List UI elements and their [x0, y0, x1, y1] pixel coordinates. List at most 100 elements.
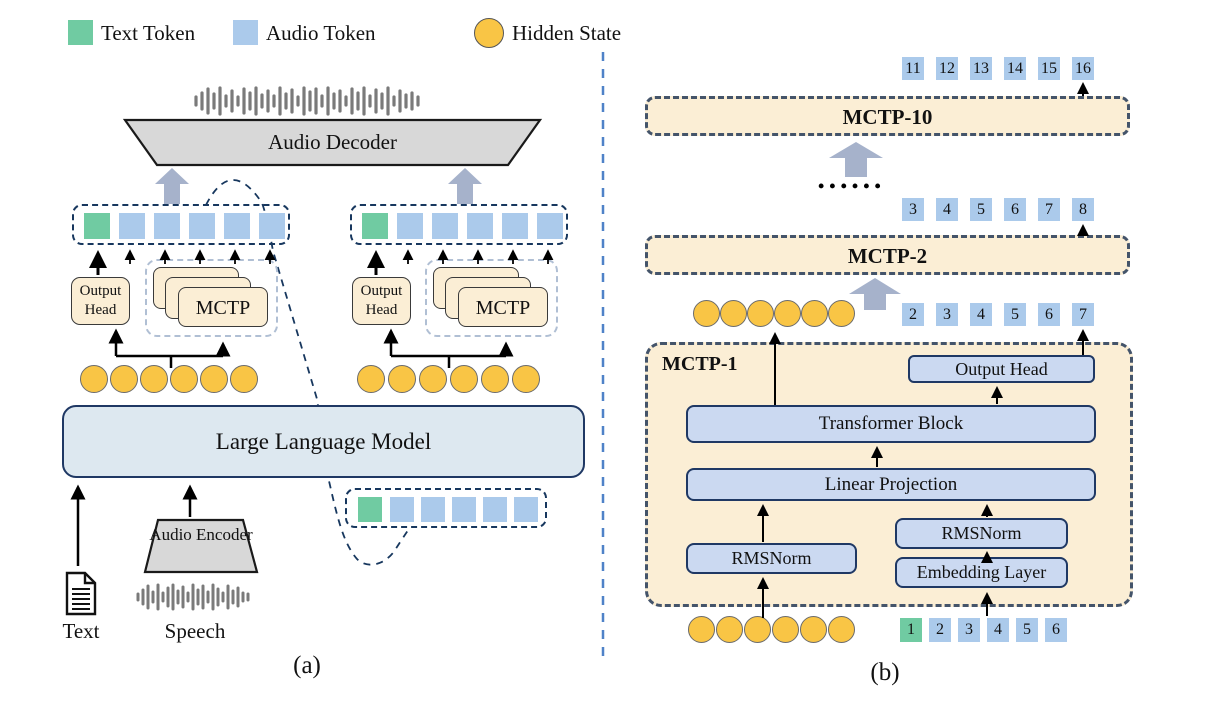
audio-token	[502, 213, 528, 239]
hidden-state-circle	[110, 365, 138, 393]
hidden-state-circle	[744, 616, 771, 643]
legend-audio-token-swatch	[233, 20, 258, 45]
llm-box: Large Language Model	[62, 405, 585, 478]
hidden-state-circle	[170, 365, 198, 393]
legend-text-token-swatch	[68, 20, 93, 45]
audio-token: 16	[1072, 57, 1094, 80]
linear-projection-box: Linear Projection	[686, 468, 1096, 501]
hidden-state-circle	[512, 365, 540, 393]
mctp-10-box: MCTP-10	[645, 96, 1130, 136]
audio-token: 2	[929, 618, 951, 642]
block-arrow-up-icon	[849, 278, 901, 310]
mctp-stack-container	[425, 259, 558, 337]
hidden-state-circle	[230, 365, 258, 393]
audio-token	[421, 497, 445, 522]
audio-token: 2	[902, 303, 924, 326]
rmsnorm-left-box: RMSNorm	[686, 543, 857, 574]
hidden-state-circle	[716, 616, 743, 643]
text-document-icon	[65, 571, 97, 616]
audio-token: 3	[902, 198, 924, 221]
audio-token	[119, 213, 145, 239]
text-token	[84, 213, 110, 239]
block-arrow-up-icon	[155, 168, 189, 204]
audio-token: 6	[1038, 303, 1060, 326]
text-token: 1	[900, 618, 922, 642]
hidden-state-circle	[140, 365, 168, 393]
mctp-2-box: MCTP-2	[645, 235, 1130, 275]
callout-token-sequence-box	[345, 488, 547, 528]
text-token	[358, 497, 382, 522]
audio-token	[452, 497, 476, 522]
audio-token: 7	[1072, 303, 1094, 326]
audio-token: 3	[958, 618, 980, 642]
audio-encoder-label: Audio Encoder	[149, 525, 253, 544]
audio-token	[390, 497, 414, 522]
mctp-1-label: MCTP-1	[662, 353, 738, 375]
audio-token: 14	[1004, 57, 1026, 80]
embedding-layer-box: Embedding Layer	[895, 557, 1068, 588]
hidden-state-circle	[693, 300, 720, 327]
output-head-box: Output Head	[71, 277, 130, 325]
text-token	[362, 213, 388, 239]
audio-token: 7	[1038, 198, 1060, 221]
audio-token	[467, 213, 493, 239]
audio-token: 8	[1072, 198, 1094, 221]
audio-token: 4	[970, 303, 992, 326]
hidden-state-circle	[481, 365, 509, 393]
hidden-state-circle	[80, 365, 108, 393]
audio-token	[154, 213, 180, 239]
hidden-state-circle	[772, 616, 799, 643]
rmsnorm-right-box: RMSNorm	[895, 518, 1068, 549]
ellipsis: ••••••	[818, 176, 886, 196]
speech-waveform-icon	[136, 583, 250, 611]
hidden-state-circle	[720, 300, 747, 327]
audio-token: 6	[1045, 618, 1067, 642]
block-arrow-up-icon	[829, 142, 883, 177]
audio-token	[189, 213, 215, 239]
audio-token: 13	[970, 57, 992, 80]
audio-token: 5	[1004, 303, 1026, 326]
speech-input-label: Speech	[164, 619, 226, 643]
waveform-icon	[194, 86, 420, 116]
hidden-state-circle	[800, 616, 827, 643]
audio-token: 4	[987, 618, 1009, 642]
hidden-state-circle	[357, 365, 385, 393]
mctp-stack-container	[145, 259, 278, 337]
panel-b-caption: (b)	[870, 659, 900, 686]
hidden-state-circle	[450, 365, 478, 393]
hidden-state-circle	[828, 616, 855, 643]
audio-token: 11	[902, 57, 924, 80]
hidden-state-circle	[747, 300, 774, 327]
audio-token: 5	[1016, 618, 1038, 642]
audio-token: 3	[936, 303, 958, 326]
audio-token: 15	[1038, 57, 1060, 80]
audio-token	[483, 497, 507, 522]
mctp-stack-front: MCTP	[458, 287, 548, 327]
hidden-state-circle	[828, 300, 855, 327]
legend-text-token-label: Text Token	[101, 21, 196, 45]
mctp-stack-front: MCTP	[178, 287, 268, 327]
audio-token	[537, 213, 563, 239]
audio-token: 4	[936, 198, 958, 221]
audio-token	[514, 497, 538, 522]
audio-token: 12	[936, 57, 958, 80]
text-input-label: Text	[62, 619, 100, 643]
audio-token	[224, 213, 250, 239]
audio-token	[432, 213, 458, 239]
panel-a-caption: (a)	[293, 652, 321, 679]
legend-hidden-state-swatch	[474, 18, 504, 48]
hidden-state-circle	[688, 616, 715, 643]
block-arrow-up-icon	[448, 168, 482, 204]
hidden-state-circle	[774, 300, 801, 327]
output-head-box: Output Head	[352, 277, 411, 325]
audio-token: 6	[1004, 198, 1026, 221]
hidden-state-circle	[200, 365, 228, 393]
audio-token	[397, 213, 423, 239]
audio-decoder-label: Audio Decoder	[268, 130, 397, 154]
token-sequence-box	[72, 204, 290, 245]
transformer-block-box: Transformer Block	[686, 405, 1096, 443]
audio-token: 5	[970, 198, 992, 221]
output-head-box: Output Head	[908, 355, 1095, 383]
legend-hidden-state-label: Hidden State	[512, 21, 622, 45]
